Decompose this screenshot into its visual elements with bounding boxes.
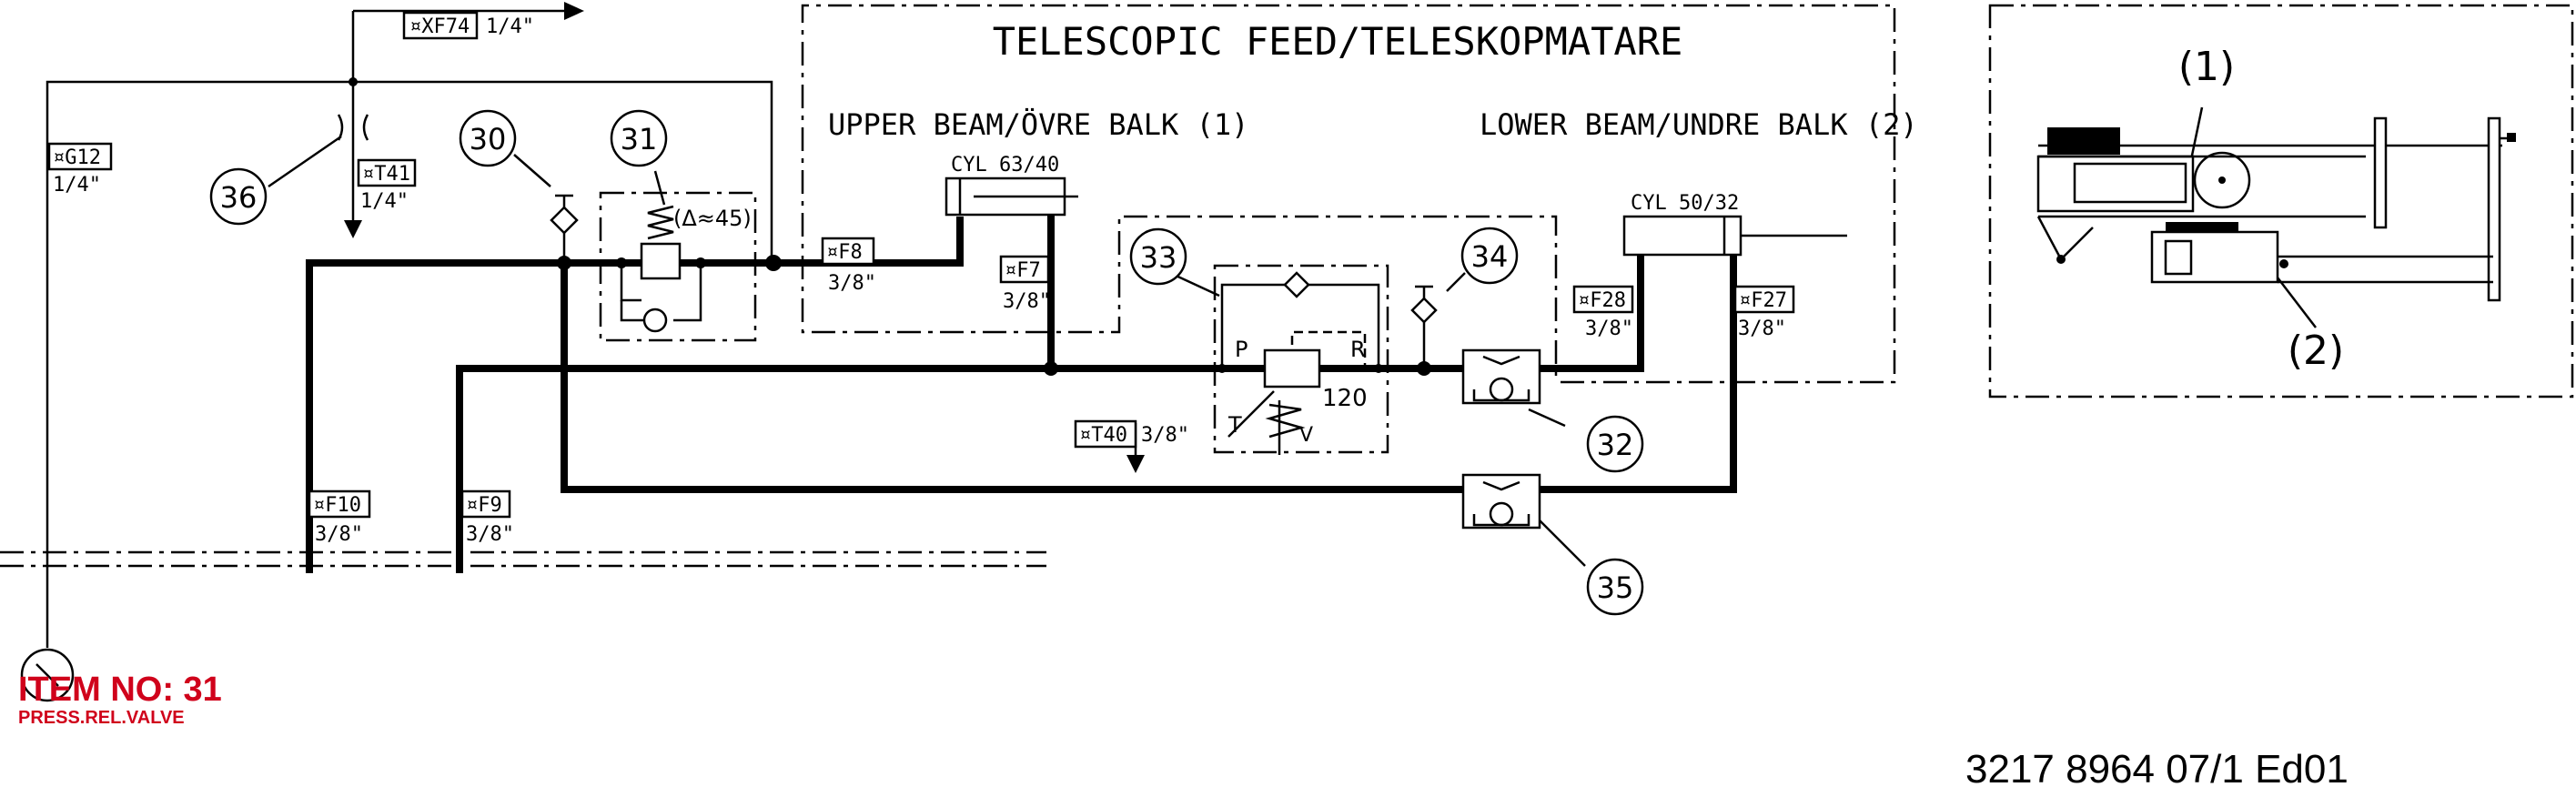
callout-33: 33 <box>1129 227 1187 286</box>
upper-beam-label: UPPER BEAM/ÖVRE BALK (1) <box>828 107 1248 142</box>
item-description: PRESS.REL.VALVE <box>18 708 185 728</box>
lower-beam-label: LOWER BEAM/UNDRE BALK (2) <box>1480 107 1918 142</box>
gauge-g12 <box>20 648 75 702</box>
svg-text:3/8": 3/8" <box>315 523 363 546</box>
drawing-number: 3217 8964 07/1 Ed01 <box>1965 747 2349 792</box>
svg-text:31: 31 <box>621 122 658 156</box>
svg-text:34: 34 <box>1471 239 1509 274</box>
cylinder-lower <box>1622 215 1847 257</box>
svg-text:¤F9: ¤F9 <box>466 494 502 517</box>
svg-text:3/8": 3/8" <box>828 272 876 295</box>
callout-35: 35 <box>1586 558 1644 616</box>
port-label-t40: ¤T40 3/8" <box>1074 419 1189 449</box>
thin-lines <box>45 2 2317 648</box>
callout-32: 32 <box>1586 415 1644 473</box>
flow-control-valve-35 <box>1461 473 1541 530</box>
svg-text:1/4": 1/4" <box>486 15 534 38</box>
svg-text:¤T41: ¤T41 <box>362 163 410 186</box>
callout-34: 34 <box>1460 227 1519 285</box>
svg-text:¤F8: ¤F8 <box>826 241 863 264</box>
svg-text:¤F28: ¤F28 <box>1578 289 1626 312</box>
svg-text:32: 32 <box>1597 428 1634 462</box>
frame-valve-33 <box>1213 264 1389 454</box>
svg-text:36: 36 <box>220 180 258 215</box>
cylinder-upper-label: CYL 63/40 <box>951 154 1059 177</box>
pressure-valve-31 <box>616 205 706 333</box>
svg-text:¤XF74: ¤XF74 <box>409 15 470 38</box>
port-label-f7: ¤F7 3/8" <box>999 255 1051 313</box>
svg-text:33: 33 <box>1140 240 1177 275</box>
relief-v: V <box>1299 424 1313 447</box>
port-label-f27: ¤F27 3/8" <box>1733 285 1795 340</box>
port-label-t41: ¤T41 1/4" <box>357 158 417 213</box>
callout-31: 31 <box>610 109 668 167</box>
svg-text:1/4": 1/4" <box>360 190 409 213</box>
svg-text:30: 30 <box>470 122 507 156</box>
check-valve-30 <box>550 194 579 263</box>
item-number: ITEM NO: 31 <box>18 671 222 709</box>
port-label-f9: ¤F9 3/8" <box>460 489 514 546</box>
overview-label-1: (1) <box>2178 44 2235 90</box>
svg-text:3/8": 3/8" <box>1585 318 1633 340</box>
callout-36: 36 <box>209 167 268 226</box>
relief-r: R <box>1350 337 1366 362</box>
check-valve-34 <box>1410 285 1438 368</box>
callout-30: 30 <box>459 109 517 167</box>
relief-t: T <box>1227 412 1242 438</box>
svg-text:¤G12: ¤G12 <box>53 146 101 169</box>
valve-31-setting: (Δ≈45) <box>673 206 752 231</box>
port-label-g12: ¤G12 1/4" <box>47 142 113 197</box>
bottom-dashed-lines <box>0 550 1046 568</box>
cylinder-upper <box>945 177 1078 217</box>
svg-text:1/4": 1/4" <box>53 174 101 197</box>
relief-valve-33 <box>1263 271 1321 439</box>
flow-control-valve-32 <box>1461 348 1541 405</box>
svg-text:3/8": 3/8" <box>1141 424 1189 447</box>
svg-text:3/8": 3/8" <box>466 523 514 546</box>
svg-text:¤F27: ¤F27 <box>1739 289 1787 312</box>
cylinder-lower-label: CYL 50/32 <box>1631 192 1739 215</box>
svg-text:3/8": 3/8" <box>1003 290 1051 313</box>
svg-text:3/8": 3/8" <box>1738 318 1786 340</box>
relief-p: P <box>1235 337 1248 362</box>
overview-label-2: (2) <box>2288 328 2344 374</box>
port-label-f10: ¤F10 3/8" <box>308 489 371 546</box>
svg-text:¤F10: ¤F10 <box>313 494 361 517</box>
svg-text:¤T40: ¤T40 <box>1079 424 1127 447</box>
relief-setting: 120 <box>1322 385 1368 412</box>
svg-text:35: 35 <box>1597 570 1634 605</box>
frame-overview <box>1988 4 2574 398</box>
port-label-f8: ¤F8 3/8" <box>821 237 876 295</box>
svg-text:¤F7: ¤F7 <box>1005 259 1041 282</box>
port-label-xf74: ¤XF74 1/4" <box>402 11 534 40</box>
port-label-f28: ¤F28 3/8" <box>1572 285 1634 340</box>
frame-telescopic-feed <box>801 4 1896 384</box>
overview-sketch <box>2036 116 2516 302</box>
diagram-title: TELESCOPIC FEED/TELESKOPMATARE <box>993 19 1683 64</box>
